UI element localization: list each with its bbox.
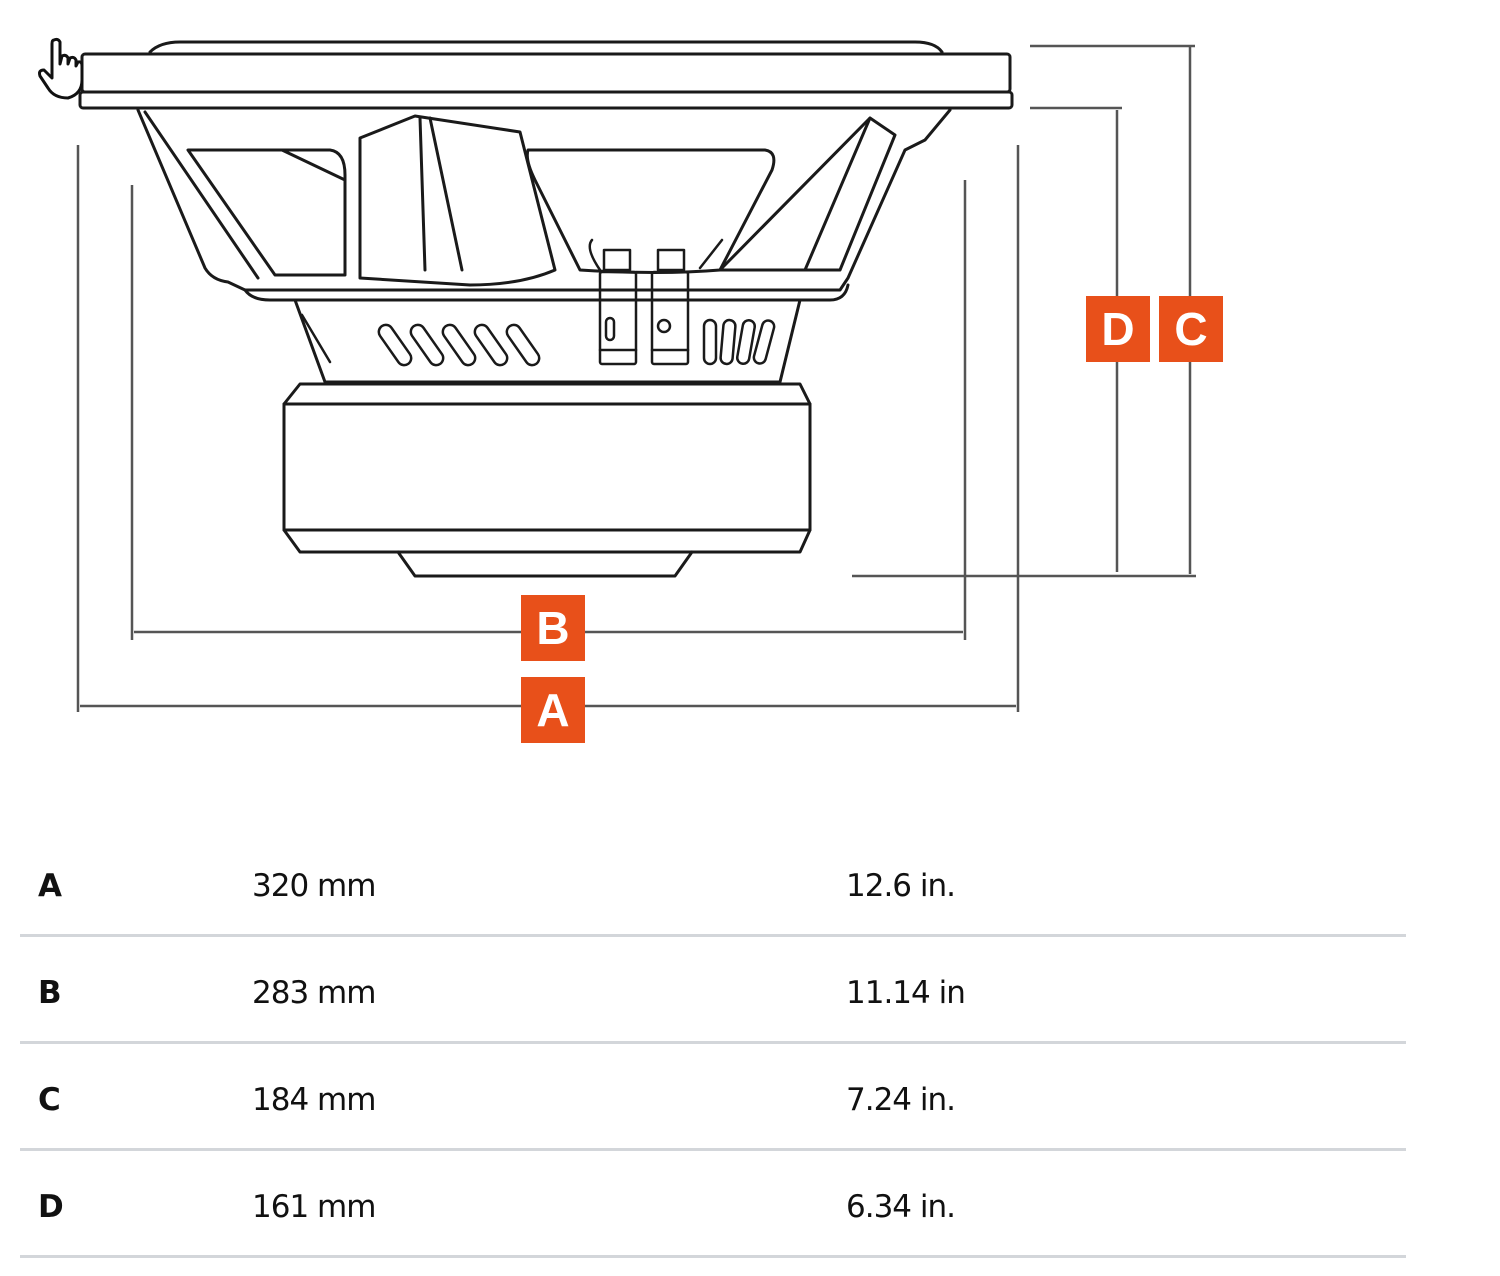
badge-a: A: [521, 677, 585, 743]
dimension-inches: 6.34 in.: [846, 1189, 956, 1225]
speaker-dimension-drawing: [76, 40, 1196, 712]
dimension-inches: 12.6 in.: [846, 868, 956, 904]
badge-c: C: [1159, 296, 1223, 362]
dimension-key: D: [38, 1189, 64, 1225]
dimension-key: B: [38, 975, 62, 1011]
badge-d: D: [1086, 296, 1150, 362]
dimension-inches: 7.24 in.: [846, 1082, 956, 1118]
table-row: B 283 mm 11.14 in: [20, 937, 1406, 1044]
dimensions-table: A 320 mm 12.6 in. B 283 mm 11.14 in C 18…: [20, 830, 1406, 1258]
hand-pointer-icon: [36, 36, 90, 106]
table-row: A 320 mm 12.6 in.: [20, 830, 1406, 937]
dimension-mm: 283 mm: [252, 975, 376, 1011]
table-row: D 161 mm 6.34 in.: [20, 1151, 1406, 1258]
dimension-inches: 11.14 in: [846, 975, 966, 1011]
dimension-mm: 161 mm: [252, 1189, 376, 1225]
dimension-key: C: [38, 1082, 61, 1118]
dimension-key: A: [38, 868, 62, 904]
dimension-mm: 184 mm: [252, 1082, 376, 1118]
table-row: C 184 mm 7.24 in.: [20, 1044, 1406, 1151]
dimension-mm: 320 mm: [252, 868, 376, 904]
badge-b: B: [521, 595, 585, 661]
frame-rim: [148, 40, 944, 54]
